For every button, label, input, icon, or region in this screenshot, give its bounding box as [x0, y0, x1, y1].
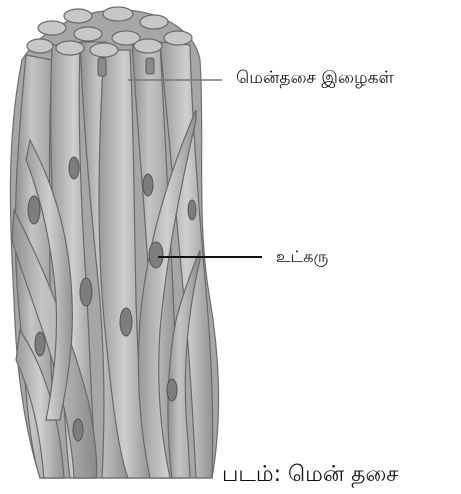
label-muscle-fibres: மென்தசை இழைகள்	[236, 68, 394, 90]
muscle-fibres	[12, 42, 213, 478]
figure-caption: படம்: மென் தசை	[222, 462, 398, 490]
label-nucleus: உட்கரு	[276, 247, 328, 268]
